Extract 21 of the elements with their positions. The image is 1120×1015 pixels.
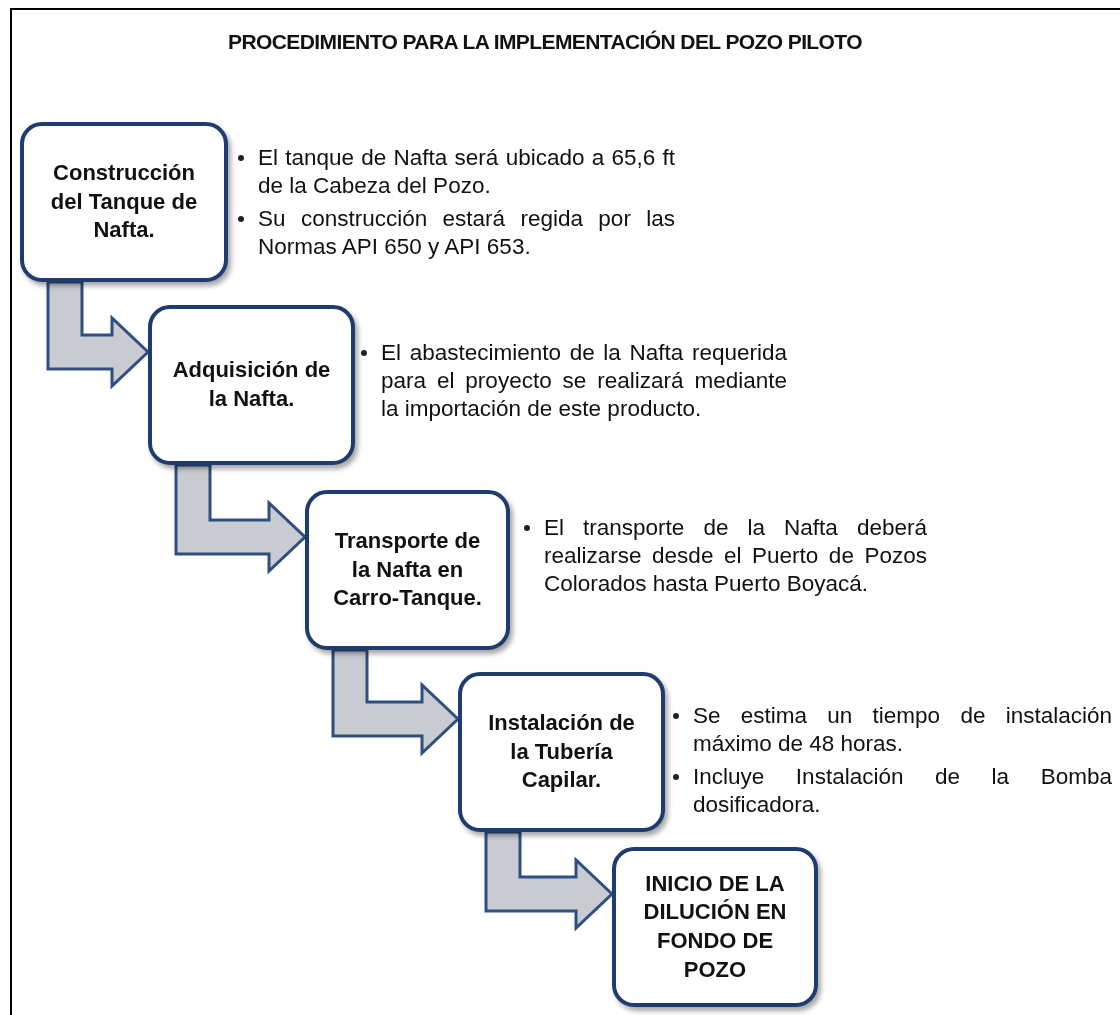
bullet-text: El abastecimiento de la Nafta requerida para el proyecto se realizará mediante la importación de este producto. xyxy=(381,339,787,424)
step-box xyxy=(20,122,228,282)
bullet-text: El transporte de la Nafta deberá realizarse desde el Puerto de Pozos Colorados hasta Puerto Boyacá. xyxy=(544,514,927,599)
step-label: Adquisición de la Nafta. xyxy=(172,356,331,413)
step-label: Transporte de la Nafta en Carro-Tanque. xyxy=(332,527,483,613)
block-arrow xyxy=(46,280,151,390)
bullet-text: Su construcción estará regida por las Normas API 650 y API 653. xyxy=(258,205,675,262)
bullet-text: Se estima un tiempo de instalación máximo de 48 horas. xyxy=(693,702,1112,759)
step-label: Construcción del Tanque de Nafta. xyxy=(49,159,199,245)
bullet-text: Incluye Instalación de la Bomba dosificadora. xyxy=(693,763,1112,820)
step-box xyxy=(305,490,510,650)
step-box xyxy=(148,305,355,465)
bullet-text: El tanque de Nafta será ubicado a 65,6 ft de la Cabeza del Pozo. xyxy=(258,144,675,201)
step-box xyxy=(612,847,818,1007)
block-arrow xyxy=(484,830,615,932)
diagram-title: PROCEDIMIENTO PARA LA IMPLEMENTACIÓN DEL POZO PILOTO xyxy=(227,30,863,54)
step-label: INICIO DE LA DILUCIÓN EN FONDO DE POZO xyxy=(642,869,788,984)
step-label: Instalación de la Tubería Capilar. xyxy=(487,709,636,795)
block-arrow xyxy=(331,648,461,757)
step-box xyxy=(458,672,665,832)
block-arrow xyxy=(174,463,308,575)
